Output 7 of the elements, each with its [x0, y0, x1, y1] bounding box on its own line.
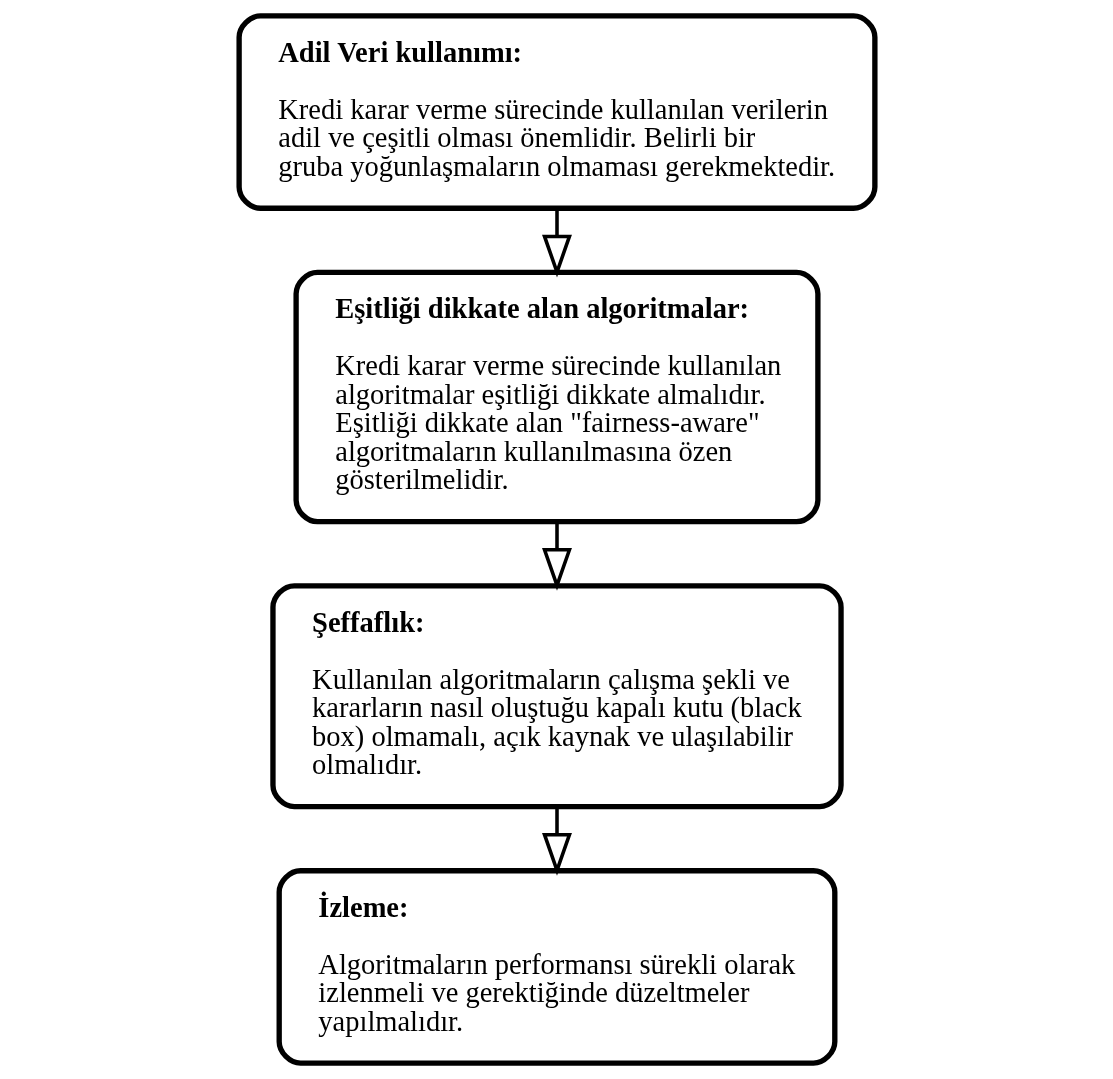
node-box: Adil Veri kullanımı: Kredi karar verme sürecinde kullanılan verilerin adil ve çeşitli olması önemlidir. Belirli bir gruba yoğunlaşmaların olmaması gerekmektedir. — [235, 13, 878, 211]
node-box: İzleme: Algoritmaların performansı sürekli olarak izlenmeli ve gerektiğinde düzeltmeler yapılmalıdır. — [276, 868, 837, 1066]
node-box: Şeffaflık: Kullanılan algoritmaların çalışma şekli ve kararların nasıl oluştuğu kapalı kutu (black box) olmamalı, açık kaynak ve ulaşılabilir olmalıdır. — [269, 583, 844, 810]
arrow — [541, 208, 572, 278]
node-box: Eşitliği dikkate alan algoritmalar: Kredi karar verme sürecinde kullanılan algoritmalar eşitliği dikkate almalıdır. Eşitliği dikkate alan "fairness-aware" algoritmaların kullanılmasına özen gösterilmelidir. — [292, 269, 821, 525]
arrow — [541, 522, 572, 591]
arrow — [541, 806, 572, 876]
